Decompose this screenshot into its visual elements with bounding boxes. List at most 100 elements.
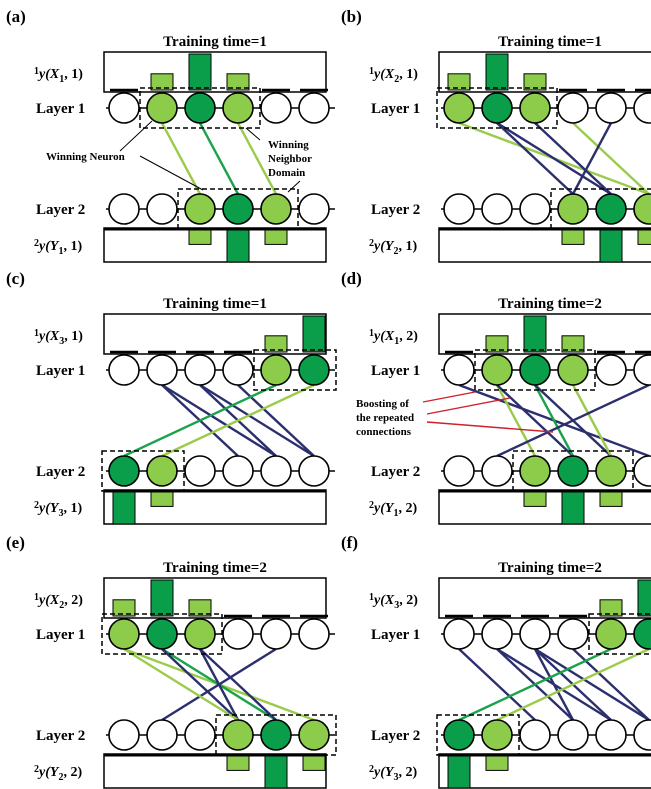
layer2-label: Layer 2 — [36, 728, 85, 744]
layer1-neighbor-neuron — [260, 354, 292, 386]
top-activation-bar — [485, 335, 509, 353]
layer2-winning-neuron — [260, 719, 292, 751]
top-histogram-label-fn: y(X — [372, 329, 395, 344]
connection-line — [123, 647, 239, 722]
layer1-neuron — [595, 92, 627, 124]
layer2-label: Layer 2 — [371, 202, 420, 218]
panel-e: (e)Training time=21y(X2, 2)Layer 1Layer … — [6, 533, 337, 789]
top-activation-bar — [302, 315, 326, 353]
layer2-neighbor-neuron — [519, 455, 551, 487]
layer1-neuron — [222, 354, 254, 386]
annotation-arrow — [426, 397, 511, 415]
annotation-boosting-1: Boosting of — [356, 398, 409, 410]
panel-f: (f)Training time=21y(X3, 2)Layer 1Layer … — [341, 533, 651, 789]
bottom-histogram-label-post: , 1) — [63, 239, 82, 254]
connection-line — [199, 383, 315, 458]
bottom-activation-bar — [561, 229, 585, 245]
top-histogram-label-fn: y(X — [372, 593, 395, 608]
top-activation-bar — [523, 315, 547, 353]
connection-line — [123, 383, 277, 458]
annotation-winning-neuron: Winning Neuron — [46, 151, 125, 163]
bottom-histogram-frame — [103, 227, 327, 263]
bottom-histogram-label: 2y(Y3, 1) — [34, 500, 82, 519]
layer2-neuron — [298, 193, 330, 225]
layer1-label: Layer 1 — [371, 101, 420, 117]
layer2-neuron — [298, 455, 330, 487]
layer1-neuron — [557, 92, 589, 124]
layer2-neuron — [595, 719, 627, 751]
bottom-activation-bar — [302, 755, 326, 771]
layer1-neighbor-neuron — [184, 618, 216, 650]
top-histogram-label-sub: 2 — [59, 600, 64, 611]
layer1-neuron — [443, 618, 475, 650]
layer1-label: Layer 1 — [371, 363, 420, 379]
top-histogram-label: 1y(X2, 2) — [34, 592, 83, 611]
top-histogram-label-post: , 2) — [399, 593, 418, 608]
layer2-neighbor-neuron — [633, 193, 651, 225]
top-histogram-label-post: , 1) — [64, 67, 83, 82]
top-histogram-label-pre: 1 — [369, 66, 374, 77]
panel-label: (a) — [6, 7, 26, 26]
bottom-histogram-label-pre: 2 — [369, 238, 374, 249]
top-histogram-label: 1y(X1, 1) — [34, 66, 83, 85]
layer1-neighbor-neuron — [595, 618, 627, 650]
top-histogram-label-fn: y(X — [372, 67, 395, 82]
layer1-winning-neuron — [519, 354, 551, 386]
layer1-label: Layer 1 — [371, 627, 420, 643]
top-histogram-label: 1y(X1, 2) — [369, 328, 418, 347]
connection-line — [198, 122, 240, 195]
annotation-pointer — [287, 180, 301, 193]
bottom-activation-bar — [447, 755, 471, 789]
panel-label: (f) — [341, 533, 358, 552]
bottom-histogram-label: 2y(Y1, 1) — [34, 238, 82, 257]
layer1-neighbor-neuron — [108, 618, 140, 650]
layer2-neuron — [519, 193, 551, 225]
top-activation-bar — [188, 53, 212, 91]
layer2-neighbor-neuron — [260, 193, 292, 225]
connection-line — [533, 384, 575, 457]
bottom-histogram-frame — [103, 753, 327, 789]
layer2-winning-neuron — [222, 193, 254, 225]
bottom-activation-bar — [264, 755, 288, 789]
panel-d: (d)Training time=21y(X1, 2)Layer 1Layer … — [341, 269, 651, 525]
bottom-histogram-label-sub: 1 — [58, 246, 63, 257]
layer1-neuron — [519, 618, 551, 650]
top-activation-bar — [226, 73, 250, 91]
layer1-neighbor-neuron — [443, 92, 475, 124]
top-histogram-label-sub: 3 — [394, 600, 399, 611]
bottom-activation-bar — [599, 491, 623, 507]
layer1-winning-neuron — [481, 92, 513, 124]
layer1-neighborhood-box — [436, 87, 558, 129]
top-histogram-label-sub: 1 — [59, 74, 64, 85]
bottom-histogram-label-pre: 2 — [369, 500, 374, 511]
top-histogram-label-pre: 1 — [369, 328, 374, 339]
connection-line — [199, 648, 277, 721]
layer1-neuron — [222, 618, 254, 650]
layer2-neuron — [633, 455, 651, 487]
bottom-histogram-label-post: , 1) — [63, 501, 82, 516]
layer1-neuron — [146, 354, 178, 386]
annotation-pointer — [245, 127, 261, 141]
connection-line — [496, 122, 574, 195]
top-histogram-frame — [103, 577, 327, 619]
layer2-winning-neuron — [557, 455, 589, 487]
bottom-histogram-label: 2y(Y2, 1) — [369, 238, 417, 257]
top-histogram-label-pre: 1 — [34, 66, 39, 77]
annotation-arrow — [426, 421, 554, 433]
top-histogram-label-sub: 2 — [394, 74, 399, 85]
connection-line — [534, 122, 612, 195]
connection-line — [572, 648, 650, 721]
connection-line — [571, 384, 613, 457]
annotation-boosting-3: connections — [356, 426, 412, 438]
panel-title: Training time=2 — [163, 560, 267, 576]
top-histogram-label-pre: 1 — [34, 328, 39, 339]
connection-line — [571, 122, 613, 195]
annotation-neighbor-domain-1: Winning — [268, 139, 309, 151]
layer1-neuron — [633, 92, 651, 124]
bottom-histogram-label-post: , 2) — [398, 765, 417, 780]
bottom-histogram-label-sub: 3 — [393, 772, 398, 783]
bottom-histogram-label-post: , 1) — [398, 239, 417, 254]
bottom-histogram-label: 2y(Y2, 2) — [34, 764, 82, 783]
panel-title: Training time=1 — [498, 34, 602, 50]
top-histogram-label-fn: y(X — [37, 329, 60, 344]
